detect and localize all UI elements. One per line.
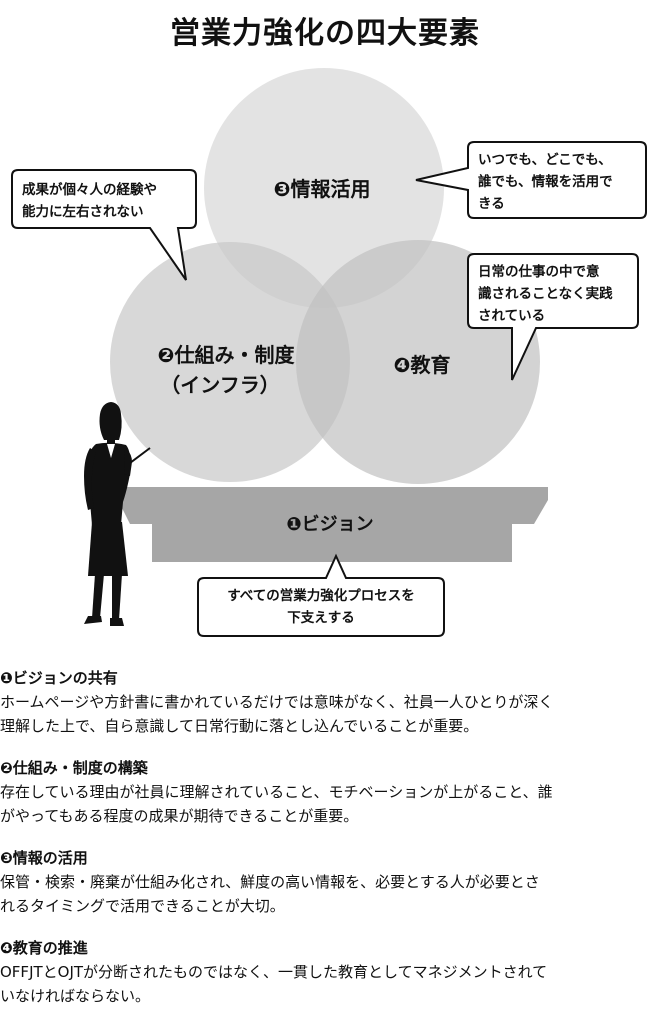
- presenter-silhouette: [84, 402, 151, 626]
- section-vision: ❶ビジョンの共有 ホームページや方針書に書かれているだけでは意味がなく、社員一人…: [0, 668, 650, 738]
- callout-top-right-line-3: きる: [478, 196, 505, 212]
- circle-system: [110, 242, 350, 482]
- section-heading: ❸情報の活用: [0, 849, 88, 867]
- vision-label: ❶ビジョン: [286, 514, 373, 535]
- system-label: ❷仕組み・制度: [158, 343, 296, 367]
- section-line: OFFJTとOJTが分断されたものではなく、一貫した教育としてマネジメントされて: [0, 963, 548, 981]
- section-system: ❷仕組み・制度の構築 存在している理由が社員に理解されていること、モチベーション…: [0, 758, 650, 828]
- section-body: OFFJTとOJTが分断されたものではなく、一貫した教育としてマネジメントされて…: [0, 960, 650, 1008]
- callout-mid-right-line-2: 識されることなく実践: [478, 285, 613, 302]
- section-heading: ❶ビジョンの共有: [0, 669, 118, 687]
- section-education: ❹教育の推進 OFFJTとOJTが分断されたものではなく、一貫した教育としてマネ…: [0, 938, 650, 1008]
- four-elements-diagram: ❶ビジョン ❸情報活用 ❷仕組み・制度 （インフラ） ❹教育 成果が個々人の経験…: [11, 68, 647, 637]
- vision-pedestal: [118, 487, 548, 562]
- callout-left: 成果が個々人の経験や 能力に左右されない: [11, 169, 197, 281]
- callout-mid-right: 日常の仕事の中で意 識されることなく実践 されている: [467, 253, 639, 381]
- callout-bottom: すべての営業力強化プロセスを 下支えする: [197, 553, 445, 637]
- callout-bottom-line-1: すべての営業力強化プロセスを: [227, 587, 415, 604]
- section-heading: ❹教育の推進: [0, 939, 88, 957]
- callout-bottom-line-2: 下支えする: [287, 609, 355, 626]
- education-label: ❹教育: [394, 353, 451, 377]
- section-line: 理解した上で、自ら意識して日常行動に落とし込んでいることが重要。: [0, 717, 479, 735]
- section-body: 保管・検索・廃棄が仕組み化され、鮮度の高い情報を、必要とする人が必要とさ れるタ…: [0, 870, 650, 918]
- callout-left-line-1: 成果が個々人の経験や: [22, 181, 157, 198]
- section-body: 存在している理由が社員に理解されていること、モチベーションが上がること、誰 がや…: [0, 780, 650, 828]
- section-body: ホームページや方針書に書かれているだけでは意味がなく、社員一人ひとりが深く 理解…: [0, 690, 650, 738]
- section-heading: ❷仕組み・制度の構築: [0, 759, 148, 777]
- section-line: ホームページや方針書に書かれているだけでは意味がなく、社員一人ひとりが深く: [0, 693, 554, 711]
- callout-mid-right-line-1: 日常の仕事の中で意: [478, 263, 600, 280]
- system-sublabel: （インフラ）: [160, 373, 279, 397]
- section-line: 保管・検索・廃棄が仕組み化され、鮮度の高い情報を、必要とする人が必要とさ: [0, 873, 540, 891]
- callout-top-right: いつでも、どこでも、 誰でも、情報を活用で きる: [415, 141, 647, 219]
- section-line: れるタイミングで活用できることが大切。: [0, 897, 285, 915]
- callout-top-right-line-2: 誰でも、情報を活用で: [478, 173, 613, 190]
- callout-top-right-line-1: いつでも、どこでも、: [478, 152, 612, 168]
- info-label: ❸情報活用: [274, 177, 371, 201]
- section-line: 存在している理由が社員に理解されていること、モチベーションが上がること、誰: [0, 783, 553, 801]
- callout-left-line-2: 能力に左右されない: [22, 203, 144, 220]
- page-title: 営業力強化の四大要素: [170, 16, 480, 51]
- section-line: がやってもある程度の成果が期待できることが重要。: [0, 807, 359, 825]
- callout-mid-right-line-3: されている: [478, 308, 545, 324]
- section-info: ❸情報の活用 保管・検索・廃棄が仕組み化され、鮮度の高い情報を、必要とする人が必…: [0, 848, 650, 918]
- section-line: いなければならない。: [0, 987, 151, 1005]
